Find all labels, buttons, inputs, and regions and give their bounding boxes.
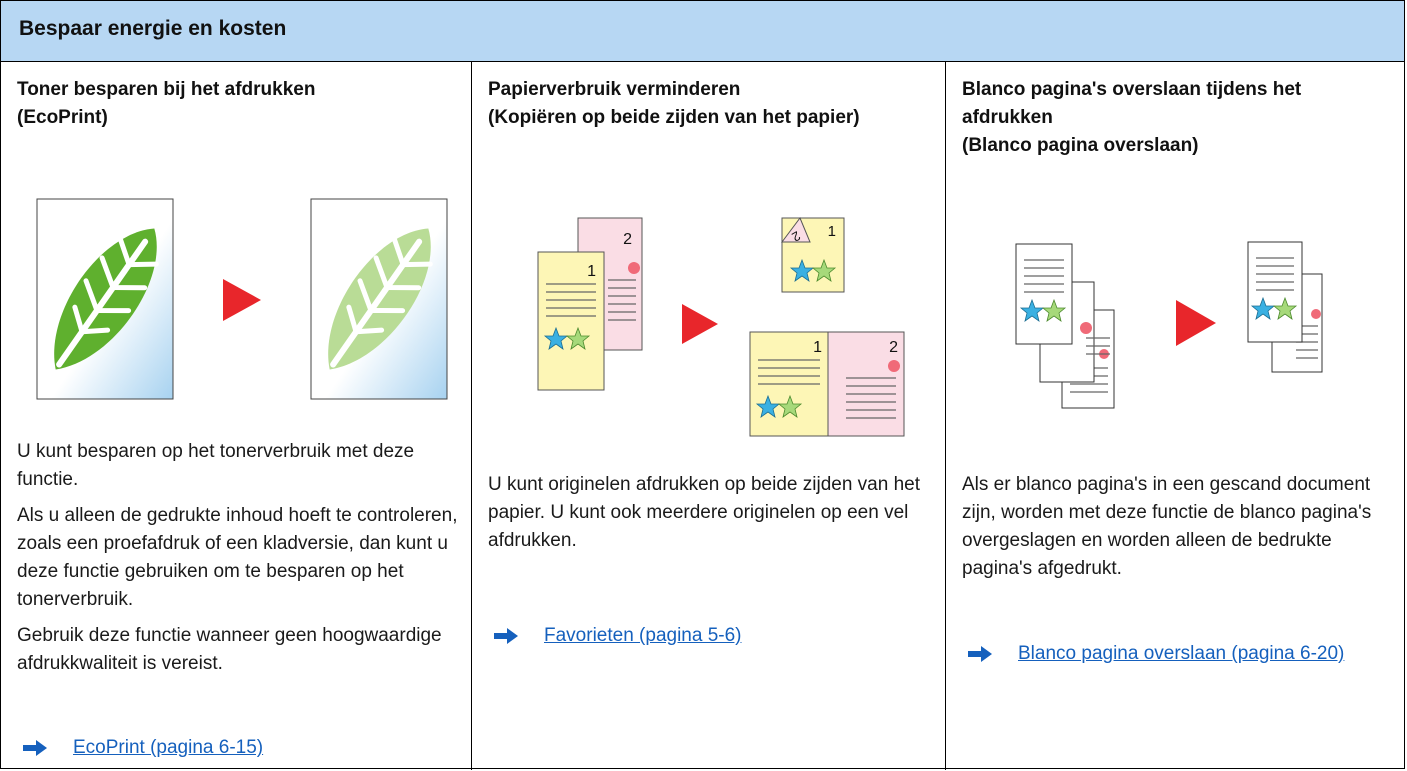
play-triangle-icon (1176, 300, 1216, 346)
duplex-title: Papierverbruik verminderen (Kopiëren op … (488, 76, 931, 132)
page-number: 1 (587, 263, 596, 280)
original-page-1-icon: 1 (537, 251, 605, 391)
page-number: 2 (623, 231, 632, 248)
duplex-title-line: (Kopiëren op beide zijden van het papier… (488, 107, 860, 128)
page-number: 1 (828, 223, 836, 240)
skip-blank-title-line: (Blanco pagina overslaan) (962, 135, 1199, 156)
skip-blank-description: Als er blanco pagina's in een gescand do… (962, 471, 1392, 591)
page-eco-toner-icon (310, 198, 448, 400)
duplex-link[interactable]: Favorieten (pagina 5-6) (544, 625, 742, 646)
printed-pages-icon (1247, 241, 1323, 373)
right-arrow-icon (968, 646, 992, 662)
duplex-title-line: Papierverbruik verminderen (488, 79, 741, 100)
ecoprint-illustration (36, 198, 448, 400)
column-skip-blank: Blanco pagina's overslaan tijdens het af… (946, 62, 1404, 770)
skip-blank-link[interactable]: Blanco pagina overslaan (pagina 6-20) (1018, 643, 1345, 664)
ecoprint-link[interactable]: EcoPrint (pagina 6-15) (73, 737, 264, 758)
column-duplex: Papierverbruik verminderen (Kopiëren op … (472, 62, 946, 770)
skip-blank-illustration (1015, 241, 1323, 409)
play-triangle-icon (682, 304, 718, 344)
ecoprint-paragraph: Als u alleen de gedrukte inhoud hoeft te… (17, 505, 458, 610)
skip-blank-paragraph: Als er blanco pagina's in een gescand do… (962, 474, 1372, 579)
page-number: 2 (889, 339, 898, 356)
page-full-toner-icon (36, 198, 174, 400)
right-arrow-icon (23, 740, 47, 756)
play-triangle-icon (223, 279, 261, 321)
ecoprint-title-line: (EcoPrint) (17, 107, 108, 128)
ecoprint-description: U kunt besparen op het tonerverbruik met… (17, 438, 459, 686)
scanned-pages-stack-icon (1015, 243, 1115, 409)
duplex-illustration: 2 1 (537, 217, 905, 437)
duplex-paragraph: U kunt originelen afdrukken op beide zij… (488, 474, 921, 551)
skip-blank-title: Blanco pagina's overslaan tijdens het af… (962, 76, 1390, 160)
ecoprint-paragraph: Gebruik deze functie wanneer geen hoogwa… (17, 625, 442, 674)
ecoprint-paragraph: U kunt besparen op het tonerverbruik met… (17, 441, 415, 490)
two-up-page-icon: 1 2 (749, 331, 905, 437)
ecoprint-title-line: Toner besparen bij het afdrukken (17, 79, 316, 100)
skip-blank-title-line: Blanco pagina's overslaan tijdens het af… (962, 79, 1302, 128)
page-number: 1 (813, 339, 822, 356)
duplex-description: U kunt originelen afdrukken op beide zij… (488, 471, 933, 563)
right-arrow-icon (494, 628, 518, 644)
column-ecoprint: Toner besparen bij het afdrukken (EcoPri… (1, 62, 472, 770)
duplex-flipped-page-icon: 1 2 (781, 217, 845, 293)
section-title: Bespaar energie en kosten (19, 17, 287, 40)
ecoprint-title: Toner besparen bij het afdrukken (EcoPri… (17, 76, 457, 132)
section-header: Bespaar energie en kosten (1, 1, 1404, 62)
